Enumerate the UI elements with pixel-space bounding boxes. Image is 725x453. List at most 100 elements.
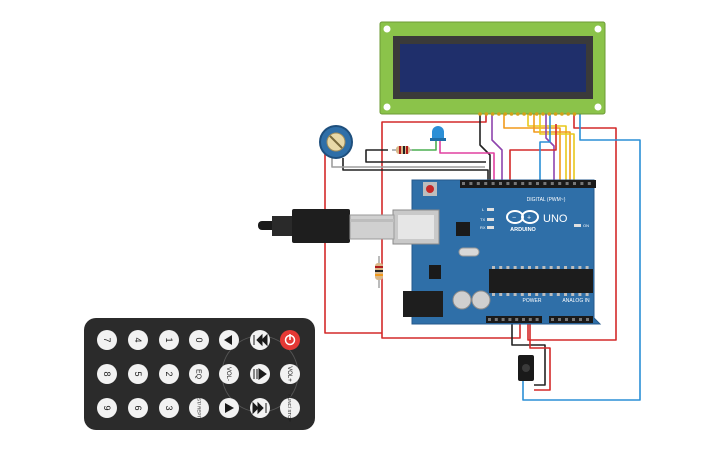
remote-button-1[interactable]: 1 [159, 330, 179, 350]
analog-label: ANALOG IN [562, 298, 590, 304]
wire-black-pot[interactable] [342, 158, 489, 186]
remote-button-label: 8 [102, 371, 112, 376]
analog-header [549, 316, 593, 323]
wires [324, 113, 641, 401]
func-stop-button[interactable]: FUNC/ STOP [280, 394, 300, 422]
arduino-uno[interactable]: DIGITAL (PWM~) − + ARDUINO UNO TX RX L O… [392, 179, 602, 325]
down-button[interactable] [219, 398, 239, 418]
digital-pin [506, 182, 510, 185]
wire-red-ir[interactable] [529, 322, 551, 391]
vol-minus-button[interactable]: VOL- [219, 364, 239, 384]
wire-green-led[interactable] [412, 140, 437, 151]
remote-button-label: 3 [164, 405, 174, 410]
play-pause-button[interactable] [250, 364, 270, 384]
wire-black-ir[interactable] [511, 322, 546, 386]
digital-pin [550, 182, 554, 185]
remote-button-eq[interactable]: EQ [189, 364, 209, 384]
svg-text:VOL+: VOL+ [286, 366, 292, 382]
chip-pin [556, 293, 560, 296]
lcd-pin [528, 112, 533, 116]
next-button[interactable] [250, 398, 270, 418]
power-button[interactable] [280, 330, 300, 350]
remote-button-6[interactable]: 6 [128, 398, 148, 418]
lcd-pin [497, 112, 501, 116]
wire-orange-d5[interactable] [533, 113, 571, 186]
resistor-ir[interactable] [375, 256, 383, 288]
remote-button-label: 7 [102, 337, 112, 342]
chip-pin [520, 266, 524, 269]
wire-yellow-d6[interactable] [539, 113, 575, 186]
wire-red-d12[interactable] [509, 124, 557, 186]
remote-button-8[interactable]: 8 [97, 364, 117, 384]
power-pin [535, 318, 539, 321]
remote-button-label: 9 [102, 405, 112, 410]
remote-button-0[interactable]: 0 [189, 330, 209, 350]
lcd-display[interactable] [379, 21, 606, 116]
chip-pin [499, 293, 503, 296]
lcd-mount-hole [594, 103, 602, 111]
l-label: L [482, 207, 485, 212]
resistor-led[interactable] [392, 146, 412, 154]
remote-button-label: 6 [133, 405, 143, 410]
remote-button-label: 5 [133, 371, 143, 376]
wire-black-gnd[interactable] [479, 113, 491, 186]
remote-button-label: 2 [164, 371, 174, 376]
lcd-pin [490, 112, 495, 116]
chip-pin [556, 266, 560, 269]
digital-pin [469, 182, 473, 185]
digital-pin [499, 182, 502, 185]
remote-button-label: 4 [133, 337, 143, 342]
chip-pin [528, 266, 531, 269]
wire-blue-d3[interactable] [539, 113, 551, 186]
prev-button[interactable] [250, 330, 270, 350]
power-pin [515, 318, 519, 321]
svg-text:FUNC/ STOP: FUNC/ STOP [287, 394, 292, 421]
wire-purple-rs[interactable] [491, 113, 503, 186]
chip-pin [585, 293, 589, 296]
lcd-pin [509, 112, 514, 116]
chip-pins [492, 266, 589, 296]
potentiometer[interactable] [319, 125, 353, 159]
wire-orange-en[interactable] [503, 113, 561, 186]
usb-cable[interactable] [258, 209, 395, 243]
remote-button-2[interactable]: 2 [159, 364, 179, 384]
bottom-pins [488, 318, 589, 321]
wire-gray-pot[interactable] [331, 158, 485, 168]
ir-receiver[interactable] [518, 355, 534, 381]
led-blue[interactable] [430, 126, 446, 141]
remote-button-strept[interactable]: ST/ REPT [189, 398, 209, 419]
lcd-pin [572, 112, 577, 116]
digital-pin [462, 182, 465, 185]
power-pin [494, 318, 498, 321]
digital-label: DIGITAL (PWM~) [527, 197, 566, 203]
wire-black-led[interactable] [365, 149, 486, 163]
chip-pin [492, 266, 495, 269]
svg-text:VOL-: VOL- [225, 367, 231, 381]
remote-button-9[interactable]: 9 [97, 398, 117, 418]
wire-pink-led[interactable] [439, 140, 495, 186]
vol-plus-button[interactable]: VOL+ [280, 364, 300, 384]
wire-blue-ir[interactable] [522, 113, 641, 401]
analog-pin [558, 318, 561, 321]
digital-pin [587, 182, 591, 185]
wire-red-right-loop[interactable] [527, 113, 617, 341]
digital-header [460, 180, 596, 188]
chip-pin [513, 266, 517, 269]
crystal [458, 247, 480, 257]
lcd-pin [484, 112, 489, 116]
digital-pin [521, 182, 525, 185]
remote-button-5[interactable]: 5 [128, 364, 148, 384]
chip-pin [571, 266, 575, 269]
remote-button-4[interactable]: 4 [128, 330, 148, 350]
lcd-pin [516, 112, 520, 116]
chip-pin [535, 266, 539, 269]
play-pause-icon [253, 368, 267, 380]
lcd-pin [478, 112, 482, 116]
power-header [486, 316, 542, 323]
remote-button-3[interactable]: 3 [159, 398, 179, 418]
wire-yellow-d4[interactable] [527, 113, 567, 186]
up-button[interactable] [219, 330, 239, 350]
remote-button-7[interactable]: 7 [97, 330, 117, 350]
